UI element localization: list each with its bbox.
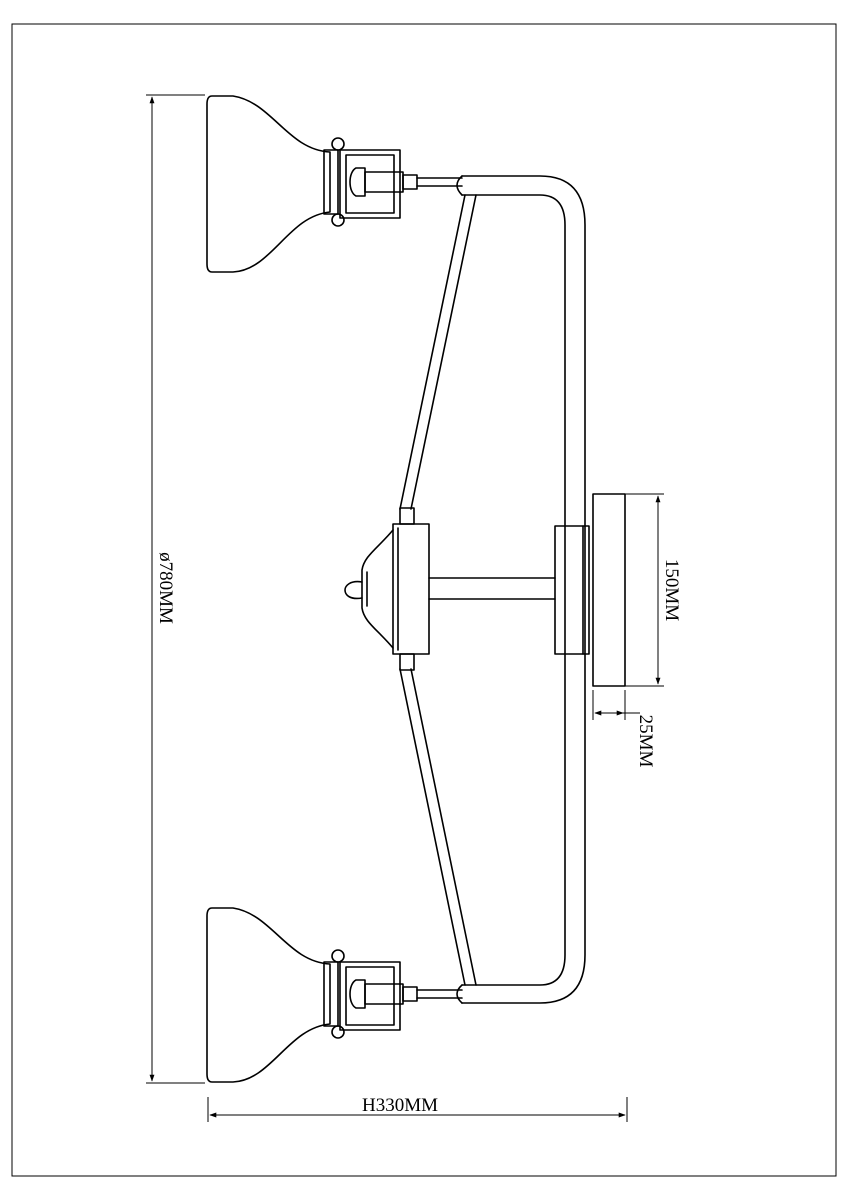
frame-tube <box>456 175 586 1004</box>
shade-bottom-screw-upper <box>331 949 345 963</box>
shade-bottom-bracket-inner <box>345 966 395 1026</box>
shade-bottom-bracket-outer <box>339 961 401 1031</box>
lower-rod-edge-a <box>399 668 466 986</box>
canopy-label: 150MM <box>661 559 682 621</box>
shade-bottom-holder-ring <box>323 961 339 1027</box>
hub-finial-cap <box>361 529 394 649</box>
upper-rod-edge-a <box>399 194 466 510</box>
hub-rod-collar-top <box>399 507 415 525</box>
shade-top-screw-lower <box>331 213 345 227</box>
shade-top-screw-upper <box>331 137 345 151</box>
shade-bottom-arm-collar <box>402 986 418 1002</box>
shade-bottom-socket <box>349 979 366 1009</box>
center-hub <box>344 507 430 671</box>
hub-rod-collar-bottom <box>399 653 415 671</box>
canopy-block <box>554 525 590 655</box>
height-dimension: H330MM <box>207 1095 628 1122</box>
frame-outer-edge <box>461 175 586 1004</box>
shade-top-arm-collar <box>402 174 418 190</box>
shade-bottom-socket-body <box>364 983 404 1005</box>
lower-rod-edge-b <box>410 668 477 986</box>
diagonal-rods <box>399 194 477 986</box>
shade-bottom <box>206 907 463 1083</box>
shade-top <box>206 95 463 273</box>
diameter-label: ø780MM <box>155 552 176 624</box>
canopy <box>554 493 626 687</box>
upper-rod-edge-b <box>410 194 477 510</box>
shade-top-bracket-outer <box>339 149 401 219</box>
stem <box>428 577 556 600</box>
shade-bottom-screw-lower <box>331 1025 345 1039</box>
height-label: H330MM <box>362 1095 438 1116</box>
canopy-plate <box>592 493 626 687</box>
canopy-depth-dimension: 25MM <box>592 690 656 768</box>
shade-top-glass <box>206 95 331 273</box>
canopy-depth-label: 25MM <box>635 715 656 768</box>
shade-top-socket-body <box>364 171 404 193</box>
hub-finial-knob <box>344 580 363 600</box>
shade-top-socket <box>349 167 366 197</box>
page-border <box>11 23 837 1177</box>
frame-end-cap-bottom <box>456 984 463 1004</box>
shade-bottom-glass <box>206 907 331 1083</box>
shade-top-holder-ring <box>323 149 339 215</box>
shade-top-bracket-inner <box>345 154 395 214</box>
canopy-dimension: 150MM <box>625 493 682 687</box>
frame-inner-edge <box>461 194 566 986</box>
diameter-dimension: ø780MM <box>146 94 205 1084</box>
hub-body <box>392 523 430 655</box>
